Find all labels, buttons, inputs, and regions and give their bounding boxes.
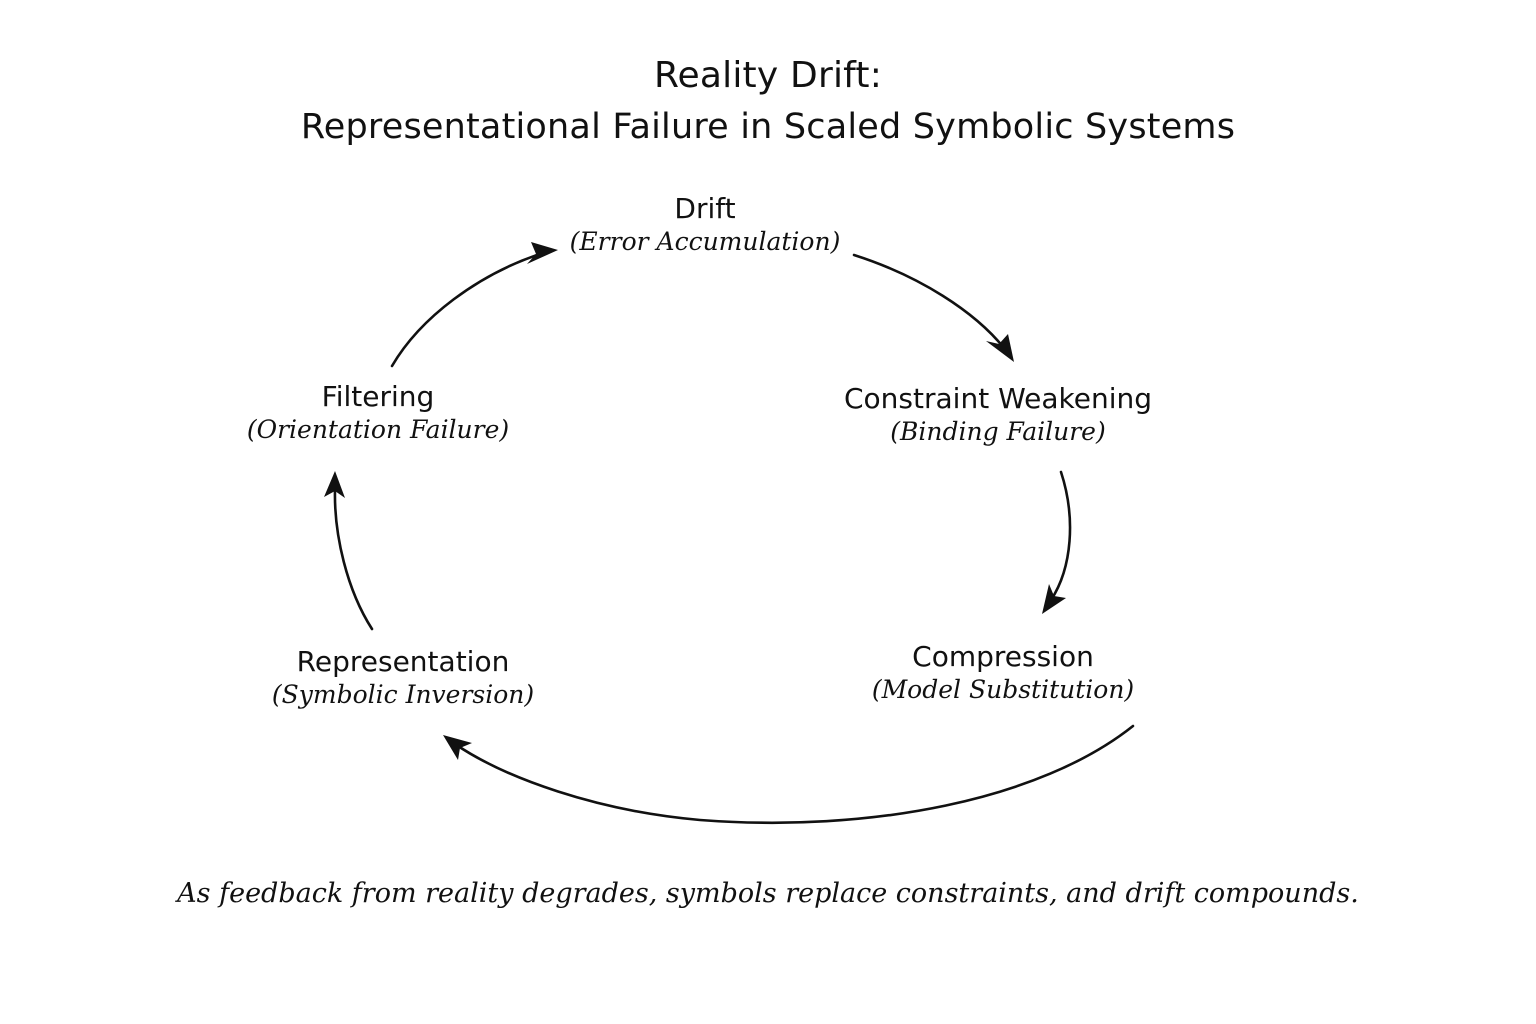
node-constraint-weakening-sublabel: (Binding Failure) (890, 417, 1106, 447)
node-representation-label: Representation (296, 645, 510, 678)
node-filtering-label: Filtering (321, 380, 435, 413)
node-constraint-weakening-label: Constraint Weakening (844, 382, 1152, 415)
node-representation[interactable]: Representation (Symbolic Inversion) (272, 645, 534, 711)
edge-filtering-to-drift-icon (390, 242, 558, 368)
node-drift[interactable]: Drift (Error Accumulation) (570, 192, 841, 258)
node-compression-sublabel: (Model Substitution) (871, 675, 1135, 705)
edge-constraint-to-compression-icon (1042, 470, 1072, 614)
title-line-1: Reality Drift: (653, 55, 883, 96)
edge-representation-to-filtering-icon (324, 471, 374, 631)
title-line-2: Representational Failure in Scaled Symbo… (300, 106, 1236, 147)
node-filtering-sublabel: (Orientation Failure) (246, 415, 510, 445)
diagram-caption: As feedback from reality degrades, symbo… (177, 878, 1359, 909)
node-compression[interactable]: Compression (Model Substitution) (872, 640, 1134, 706)
node-constraint-weakening[interactable]: Constraint Weakening (Binding Failure) (844, 382, 1152, 448)
node-drift-label: Drift (674, 192, 736, 225)
node-filtering[interactable]: Filtering (Orientation Failure) (247, 380, 509, 446)
edge-compression-to-representation-icon (443, 724, 1135, 825)
node-drift-sublabel: (Error Accumulation) (569, 227, 841, 257)
node-representation-sublabel: (Symbolic Inversion) (271, 680, 535, 710)
node-compression-label: Compression (912, 640, 1094, 673)
page-title: Reality Drift: Representational Failure … (0, 52, 1536, 150)
edge-drift-to-constraint-icon (852, 253, 1014, 362)
